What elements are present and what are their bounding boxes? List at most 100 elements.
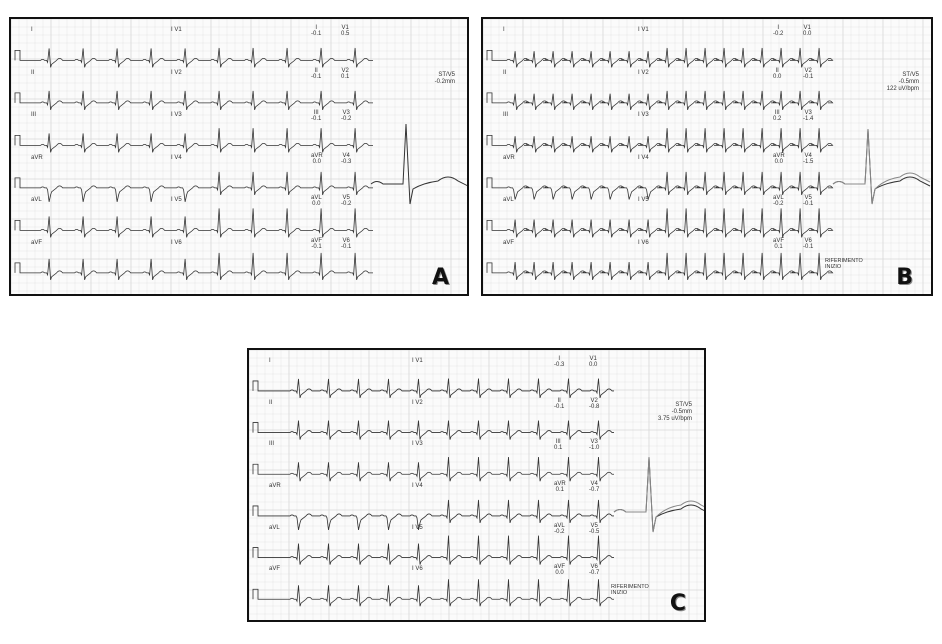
st-value-precordial: V1 0.0 xyxy=(803,25,812,37)
lead-label-precordial: I V6 xyxy=(638,239,649,246)
st-value-limb: aVR 0.0 xyxy=(773,152,785,165)
panel-letter: B xyxy=(896,265,913,290)
st-v5-summary: ST/V5 -0.5mm 3.75 uV/bpm xyxy=(657,401,692,422)
reference-label: RIFERIMENTO INIZIO xyxy=(611,584,649,596)
lead-label-precordial: I V3 xyxy=(171,112,182,118)
st-value-limb: II 0.0 xyxy=(773,67,782,80)
lead-label: II xyxy=(269,399,273,406)
st-value-limb: I -0.3 xyxy=(554,356,565,368)
lead-label-precordial: I V6 xyxy=(171,239,182,246)
lead-label-precordial: I V1 xyxy=(171,27,182,33)
ecg-trace-iii xyxy=(14,128,373,153)
st-value-precordial: V1 0.5 xyxy=(341,25,350,37)
lead-label-precordial: I V3 xyxy=(638,112,649,118)
st-value-limb: aVL -0.2 xyxy=(773,195,784,207)
averaged-qrs-complex xyxy=(832,128,931,205)
ecg-trace-avf xyxy=(486,252,834,281)
st-value-precordial: V4 -0.3 xyxy=(341,152,352,165)
ecg-trace-iii xyxy=(252,457,614,482)
st-value-limb: I -0.2 xyxy=(773,25,784,37)
lead-label: I xyxy=(31,27,33,33)
lead-label-precordial: I V2 xyxy=(638,69,649,76)
st-value-limb: II -0.1 xyxy=(311,67,322,80)
ecg-grid xyxy=(249,350,704,620)
lead-label-precordial: I V5 xyxy=(171,197,182,203)
st-value-precordial: V2 -0.1 xyxy=(803,67,814,80)
st-value-limb: I -0.1 xyxy=(311,25,322,37)
st-value-precordial: V6 -0.1 xyxy=(341,237,352,250)
ecg-trace-avl xyxy=(14,208,373,238)
st-value-limb: II -0.1 xyxy=(554,397,565,410)
lead-label-precordial: I V4 xyxy=(171,154,182,161)
lead-label-precordial: I V5 xyxy=(638,197,649,203)
ecg-trace-iii xyxy=(486,128,834,153)
st-value-precordial: V6 -0.7 xyxy=(589,564,600,577)
ecg-trace-avl xyxy=(486,208,834,238)
lead-label: aVR xyxy=(503,154,515,161)
lead-label-precordial: I V1 xyxy=(412,358,423,364)
st-value-limb: aVL -0.2 xyxy=(554,522,565,535)
st-value-precordial: V5 -0.1 xyxy=(803,195,814,207)
ecg-trace-avr xyxy=(486,171,834,200)
st-value-precordial: V4 -1.5 xyxy=(803,152,814,165)
ecg-trace-avr xyxy=(14,171,373,202)
st-value-limb: aVF 0.1 xyxy=(773,237,785,250)
reference-label: RIFERIMENTO INIZIO xyxy=(825,258,863,270)
st-value-limb: aVF 0.0 xyxy=(554,564,566,577)
ecg-trace-ii xyxy=(14,90,373,111)
st-v5-summary: ST/V5 -0.5mm 122 uV/bpm xyxy=(886,71,919,92)
lead-label-precordial: I V2 xyxy=(171,69,182,76)
lead-label: I xyxy=(503,27,505,33)
st-value-limb: III -0.1 xyxy=(311,110,322,122)
lead-label: III xyxy=(503,112,509,118)
ecg-trace-ii xyxy=(486,90,834,111)
ecg-trace-avf xyxy=(14,252,373,281)
st-value-precordial: V3 -1.4 xyxy=(803,110,814,122)
lead-label: aVF xyxy=(269,566,281,573)
st-value-limb: aVL 0.0 xyxy=(311,195,322,207)
ecg-grid xyxy=(11,19,467,294)
averaged-qrs-complex xyxy=(832,128,931,205)
averaged-qrs-complex xyxy=(613,456,704,533)
st-value-precordial: V2 -0.8 xyxy=(589,397,600,410)
st-value-limb: aVR 0.0 xyxy=(311,152,323,165)
lead-label: aVL xyxy=(31,197,42,203)
st-value-precordial: V5 -0.5 xyxy=(589,522,600,535)
lead-label-precordial: I V3 xyxy=(412,441,423,448)
lead-label: aVL xyxy=(269,524,280,531)
st-value-limb: III 0.1 xyxy=(554,439,563,452)
lead-label: aVF xyxy=(503,239,515,246)
lead-label: II xyxy=(503,69,507,76)
panel-letter: A xyxy=(431,265,449,290)
lead-label-precordial: I V5 xyxy=(412,524,423,531)
lead-label-precordial: I V1 xyxy=(638,27,649,33)
ecg-trace-i xyxy=(14,47,373,68)
st-value-precordial: V4 -0.7 xyxy=(589,481,600,493)
st-value-precordial: V3 -1.0 xyxy=(589,439,600,452)
lead-label: II xyxy=(31,69,35,76)
st-value-precordial: V1 0.0 xyxy=(589,356,598,368)
ecg-trace-i xyxy=(252,378,614,399)
lead-label-precordial: I V2 xyxy=(412,399,423,406)
lead-label: aVF xyxy=(31,239,43,246)
st-value-precordial: V3 -0.2 xyxy=(341,110,352,122)
panel-letter: C xyxy=(669,591,686,616)
averaged-qrs-complex xyxy=(613,456,704,533)
ecg-trace-avl xyxy=(252,535,614,565)
ecg-trace-avr xyxy=(252,499,614,531)
lead-label: I xyxy=(269,358,271,364)
lead-label-precordial: I V4 xyxy=(638,154,649,161)
st-value-precordial: V2 0.1 xyxy=(341,67,350,80)
lead-label: aVR xyxy=(269,483,281,489)
lead-label: III xyxy=(31,112,37,118)
lead-label: aVL xyxy=(503,197,514,203)
lead-label: aVR xyxy=(31,154,43,161)
ecg-trace-i xyxy=(486,47,834,68)
st-v5-summary: ST/V5 -0.2mm xyxy=(434,71,455,85)
st-value-limb: aVF -0.1 xyxy=(311,237,323,250)
ecg-trace-avf xyxy=(252,579,614,607)
ecg-grid xyxy=(483,19,931,294)
